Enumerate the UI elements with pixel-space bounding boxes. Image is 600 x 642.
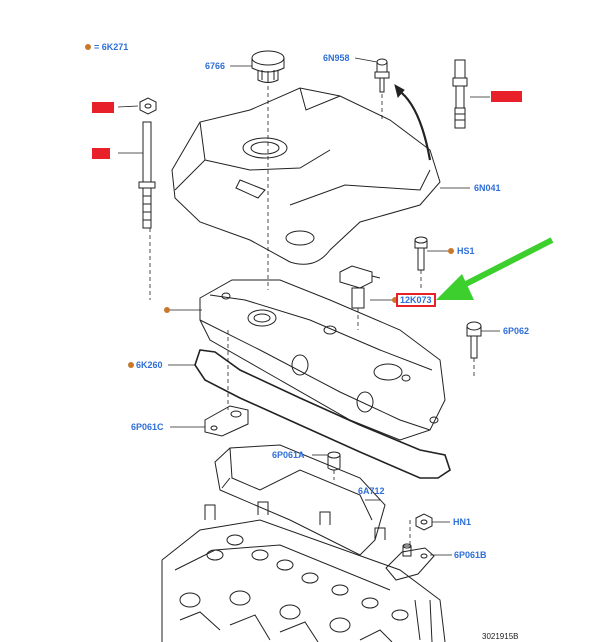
marker-dot-12k073 — [392, 297, 398, 303]
cylinder-head — [161, 501, 446, 642]
oil-filler-cap — [251, 50, 285, 83]
bolt-6p062 — [466, 321, 482, 359]
marker-dot-hs1 — [448, 248, 454, 254]
label-6p062: 6P062 — [503, 326, 530, 336]
label-6766: 6766 — [205, 61, 226, 71]
label-hn2: HN2 — [92, 102, 115, 113]
bracket-6p061c — [204, 405, 249, 437]
baffle-6a712 — [214, 444, 386, 556]
bracket-6p061b — [385, 543, 435, 581]
label-6k260: 6K260 — [136, 360, 163, 370]
label-hn1: HN1 — [453, 517, 472, 527]
marker-dot-valve-cover — [164, 307, 170, 313]
nut-hn2 — [139, 97, 157, 115]
label-6n958: 6N958 — [323, 53, 350, 63]
label-6a712: 6A712 — [358, 486, 385, 496]
stud-6c519 — [452, 59, 468, 129]
drawing-reference-number: 3021915B — [482, 632, 519, 641]
bolt-6n958 — [374, 58, 390, 93]
green-pointer-arrow — [436, 237, 554, 300]
bolt-hs1 — [414, 236, 428, 271]
gasket-6k260 — [194, 349, 451, 479]
sensor-12k073 — [339, 265, 381, 309]
long-stud-w7 — [138, 121, 156, 229]
nut-hn1 — [415, 513, 433, 531]
label-6c519: 6C519 — [491, 91, 522, 102]
label-6p061b: 6P061B — [454, 550, 487, 560]
label-12k073: 12K073 — [396, 293, 436, 307]
legend-label: = 6K271 — [94, 42, 129, 52]
marker-dot-6k260 — [128, 362, 134, 368]
label-6p061a: 6P061A — [272, 450, 305, 460]
label-6p061c: 6P061C — [131, 422, 164, 432]
label-hs1: HS1 — [457, 246, 475, 256]
label-w7: W7 — [92, 148, 110, 159]
label-6n041: 6N041 — [474, 183, 501, 193]
valve-cover — [199, 279, 446, 441]
leader-lines — [117, 57, 500, 556]
legend-dot — [85, 44, 91, 50]
engine-cover — [171, 87, 441, 265]
